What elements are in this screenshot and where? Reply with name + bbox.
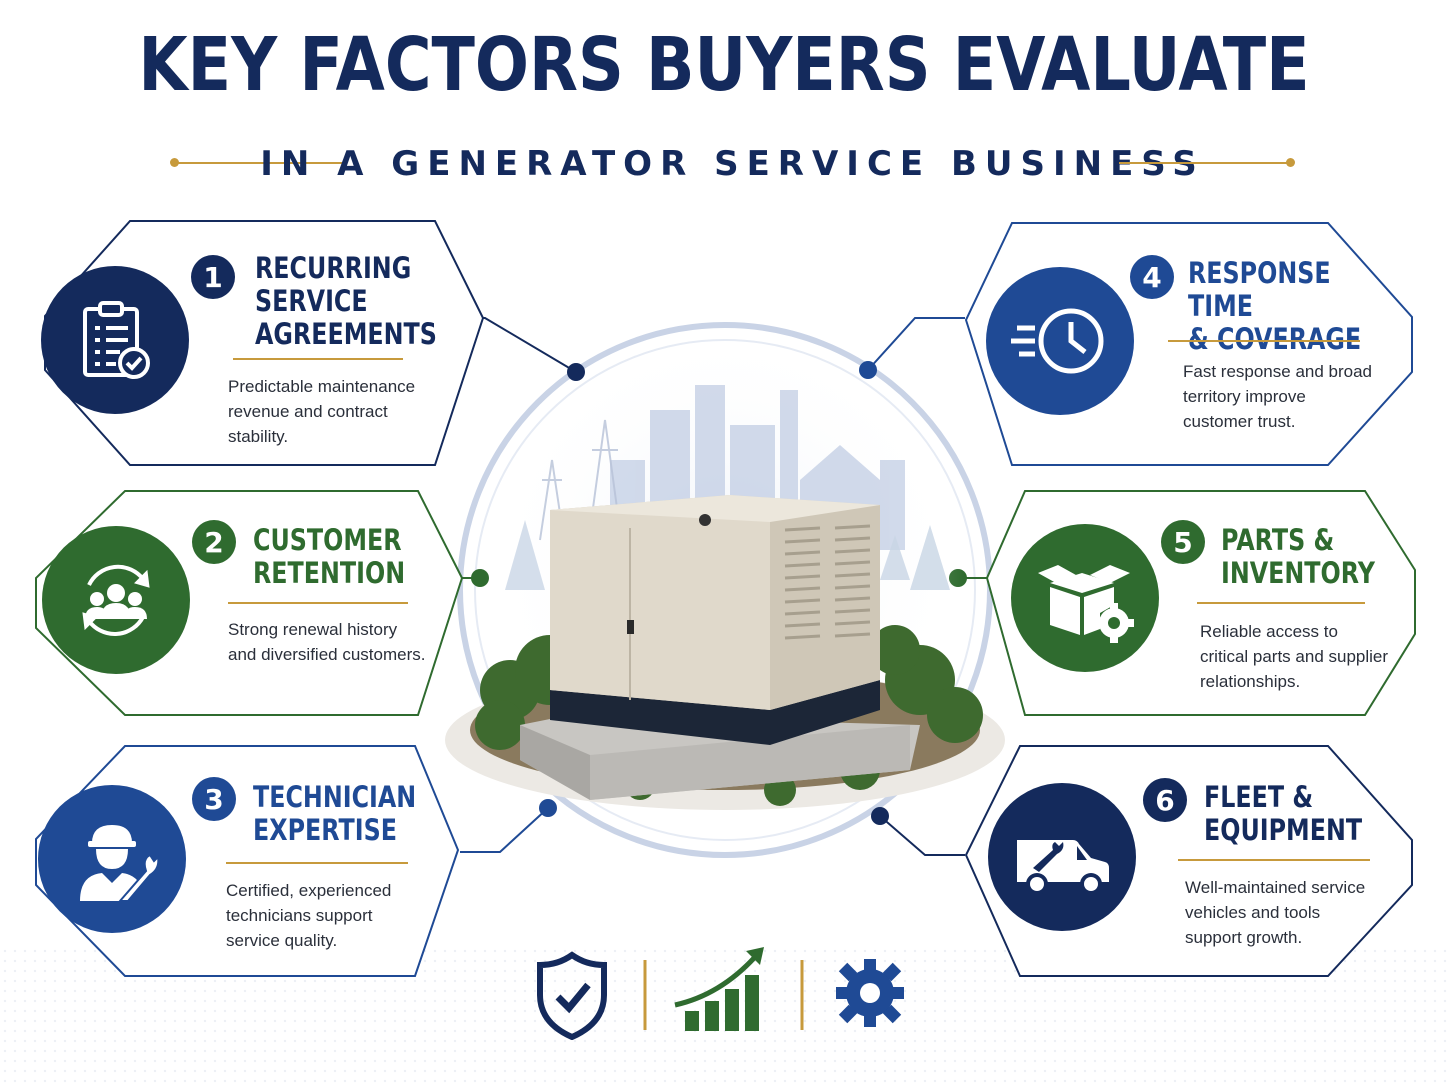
generator-illustration: [440, 330, 1010, 870]
box-gear-icon: [1011, 524, 1159, 672]
subtitle-rule-dot-left: [170, 158, 179, 167]
fast-clock-icon: [986, 267, 1134, 415]
factor-title: CUSTOMER RETENTION: [253, 523, 406, 590]
factor-title: RECURRING SERVICE AGREEMENTS: [255, 251, 437, 351]
factor-description: Reliable access to critical parts and su…: [1200, 622, 1389, 691]
service-van-icon: [988, 783, 1136, 931]
factor-number: 4: [1130, 255, 1174, 299]
factor-description: Fast response and broad territory improv…: [1183, 362, 1373, 431]
factor-number: 3: [192, 777, 236, 821]
factor-title: RESPONSE TIME & COVERAGE: [1188, 256, 1362, 356]
gear-icon: [836, 959, 904, 1027]
factor-number: 2: [192, 520, 236, 564]
factor-card-6: 6 FLEET & EQUIPMENT Well-maintained serv…: [960, 745, 1415, 977]
factor-description: Certified, experienced technicians suppo…: [226, 881, 392, 950]
growth-chart-icon: [674, 947, 764, 1031]
factor-divider: [226, 862, 408, 864]
factor-number: 5: [1161, 520, 1205, 564]
subtitle-rule-right: [1119, 162, 1289, 164]
page-title: KEY FACTORS BUYERS EVALUATE: [138, 22, 1310, 108]
factor-description: Strong renewal history and diversified c…: [228, 620, 426, 664]
factor-title: PARTS & INVENTORY: [1221, 523, 1375, 590]
factor-card-4: 4 RESPONSE TIME & COVERAGE Fast response…: [960, 222, 1415, 466]
connector-node: [871, 807, 889, 825]
factor-description: Predictable maintenance revenue and cont…: [228, 377, 416, 446]
connector-node: [567, 363, 585, 381]
shield-check-icon: [537, 951, 607, 1041]
subtitle-row: IN A GENERATOR SERVICE BUSINESS: [170, 140, 1295, 186]
subtitle-rule-dot-right: [1286, 158, 1295, 167]
factor-divider: [233, 358, 403, 360]
connector-node: [539, 799, 557, 817]
factor-divider: [1197, 602, 1365, 604]
factor-divider: [1178, 859, 1370, 861]
subtitle-rule-left: [176, 162, 346, 164]
technician-wrench-icon: [38, 785, 186, 933]
people-cycle-icon: [42, 526, 190, 674]
factor-card-5: 5 PARTS & INVENTORY Reliable access to c…: [985, 490, 1417, 716]
factor-card-2: 2 CUSTOMER RETENTION Strong renewal hist…: [30, 490, 464, 716]
connector-node: [859, 361, 877, 379]
clipboard-checklist-icon: [41, 266, 189, 414]
bottom-icon-row: [520, 945, 920, 1041]
factor-divider: [1168, 340, 1360, 342]
factor-description: Well-maintained service vehicles and too…: [1185, 878, 1366, 947]
page-subtitle: IN A GENERATOR SERVICE BUSINESS: [260, 144, 1205, 184]
factor-title: TECHNICIAN EXPERTISE: [253, 780, 417, 847]
factor-title: FLEET & EQUIPMENT: [1204, 780, 1363, 847]
factor-divider: [228, 602, 408, 604]
connector-node: [471, 569, 489, 587]
factor-card-3: 3 TECHNICIAN EXPERTISE Certified, experi…: [30, 745, 460, 977]
factor-number: 6: [1143, 778, 1187, 822]
factor-number: 1: [191, 255, 235, 299]
factor-card-1: 1 RECURRING SERVICE AGREEMENTS Predictab…: [35, 220, 485, 466]
